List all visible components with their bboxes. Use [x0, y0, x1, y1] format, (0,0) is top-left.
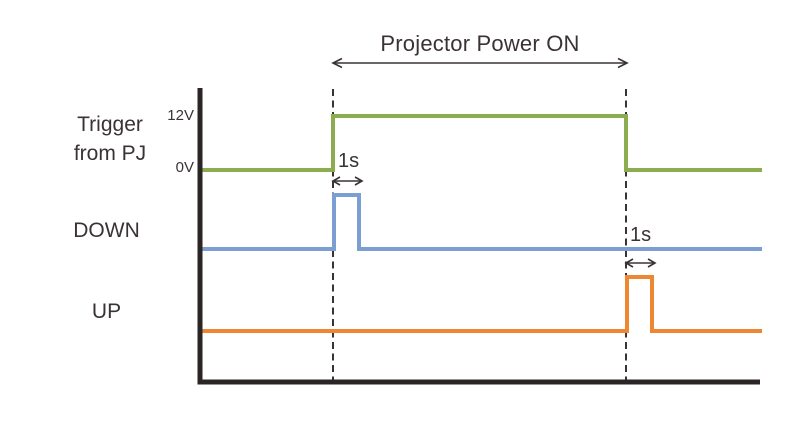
voltage-high-label: 12V [167, 107, 194, 124]
arrow-head-left [331, 176, 341, 186]
arrow-head-left [624, 258, 634, 268]
up-pulse-duration-arrow [624, 258, 657, 268]
voltage-low-label: 0V [175, 159, 194, 176]
power-on-span-arrow [331, 57, 629, 69]
down-signal-label: DOWN [73, 219, 140, 242]
trigger-signal-line [201, 114, 762, 172]
power-on-title: Projector Power ON [380, 31, 580, 56]
down-pulse-duration-label: 1s [338, 150, 360, 172]
axis-lines [197, 88, 760, 385]
trigger-label-line2: from PJ [73, 142, 147, 165]
arrow-head-left [331, 57, 343, 69]
trigger-signal-label: Trigger from PJ [55, 110, 165, 168]
arrow-head-right [354, 176, 364, 186]
up-signal-label: UP [91, 300, 122, 323]
down-signal-line [201, 193, 762, 251]
arrow-head-right [617, 57, 629, 69]
up-pulse-duration-label: 1s [630, 224, 652, 246]
up-signal-line [201, 275, 762, 333]
trigger-label-line1: Trigger [77, 113, 143, 136]
down-pulse-duration-arrow [331, 176, 364, 186]
arrow-head-right [647, 258, 657, 268]
signal-waveforms [201, 114, 762, 333]
